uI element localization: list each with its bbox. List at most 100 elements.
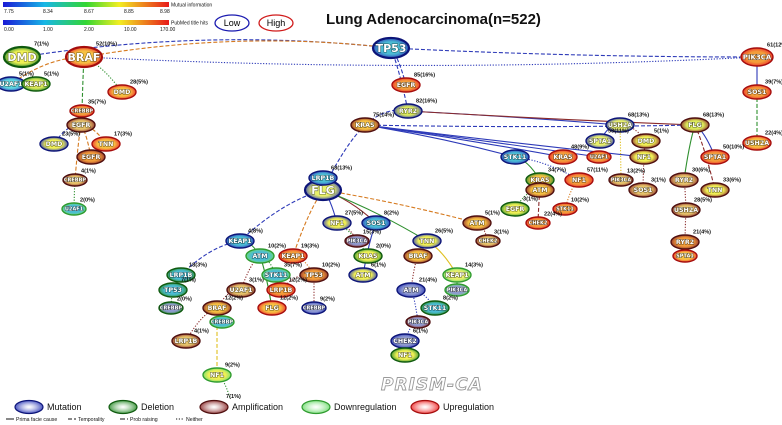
node-ellipse xyxy=(475,234,501,248)
node-count: 58(11%) xyxy=(608,129,629,135)
edge-tp53-pik3ca-top xyxy=(390,47,758,58)
node-count: 28(5%) xyxy=(130,80,148,86)
node-ellipse xyxy=(500,149,530,165)
node-label: TP53 xyxy=(376,42,407,55)
node-ellipse xyxy=(257,300,287,316)
node-label: LRP1B xyxy=(170,272,193,279)
node-ellipse xyxy=(669,172,699,188)
mutual-information-gradient-bar xyxy=(3,2,169,7)
node-label: ATM xyxy=(404,287,419,294)
node-label: BRAF xyxy=(208,305,227,312)
node-ellipse xyxy=(107,84,137,100)
gene-node-braf-c: BRAF xyxy=(403,248,433,264)
legend-label: Upregulation xyxy=(443,402,494,412)
node-label: USH2A xyxy=(745,140,769,147)
node-ellipse xyxy=(322,215,352,231)
node-label: EGFR xyxy=(397,82,416,89)
gene-node-dmd-b: DMD 28(5%) xyxy=(107,80,148,100)
legend-label: Deletion xyxy=(141,402,174,412)
gene-node-stk11-a: STK11 xyxy=(500,149,530,165)
node-ellipse xyxy=(61,202,87,216)
node-ellipse xyxy=(670,234,700,250)
node-count: 12(2%) xyxy=(280,296,298,302)
low-ellipse xyxy=(214,14,250,32)
node-count: 13(2%) xyxy=(627,169,645,175)
gene-node-pik3ca-b: PIK3CA 13(2%) xyxy=(608,169,645,187)
node-count: 35(7%) xyxy=(88,100,106,106)
node-label: NF1 xyxy=(210,372,224,379)
node-count: 15(3%) xyxy=(363,230,381,236)
node-label: LRP1B xyxy=(312,175,335,182)
low-label: Low xyxy=(224,18,241,28)
node-label: FLG xyxy=(311,184,335,197)
node-ellipse xyxy=(278,248,308,264)
node-ellipse xyxy=(742,135,772,151)
legend-swatch xyxy=(199,399,229,415)
node-ellipse xyxy=(202,300,232,316)
node-label: NF1 xyxy=(330,220,344,227)
node-count: 68(13%) xyxy=(703,113,724,119)
edge-kras-top-kras-b xyxy=(364,124,564,158)
node-count: 14(3%) xyxy=(465,263,483,269)
node-label: DMD xyxy=(7,51,36,64)
node-label: EGFR xyxy=(72,122,91,129)
node-ellipse xyxy=(261,267,291,283)
node-label: USH2A xyxy=(608,122,632,129)
node-ellipse xyxy=(361,215,391,231)
node-label: DMD xyxy=(638,138,655,145)
node-label: CREBBP xyxy=(303,305,326,311)
node-label: PIK3CA xyxy=(611,177,632,183)
node-label: KRAS xyxy=(553,154,573,161)
node-ellipse xyxy=(66,117,96,133)
node-label: DMD xyxy=(114,89,131,96)
node-ellipse xyxy=(420,300,450,316)
node-ellipse xyxy=(525,216,551,230)
gene-node-kras-d: KRAS 2(0%) xyxy=(353,244,391,264)
node-ellipse xyxy=(158,301,184,315)
node-ellipse xyxy=(390,347,420,363)
node-count: 2(0%) xyxy=(376,244,391,250)
node-label: ATM xyxy=(253,253,268,260)
gene-node-atm-a: ATM xyxy=(525,182,555,198)
node-label: PIK3CA xyxy=(447,287,468,293)
node-ellipse xyxy=(39,136,69,152)
node-label: KRAS xyxy=(355,122,375,129)
node-ellipse xyxy=(525,182,555,198)
node-count: 52(10%) xyxy=(96,42,117,48)
node-ellipse xyxy=(564,172,594,188)
node-count: 3(1%) xyxy=(523,197,538,203)
node-ellipse xyxy=(166,267,196,283)
node-ellipse xyxy=(158,282,188,298)
node-label: CREBBP xyxy=(64,177,87,183)
node-count: 85(16%) xyxy=(414,73,435,79)
line-legend-label: Temporality xyxy=(78,417,105,423)
node-ellipse xyxy=(629,149,659,165)
edge-kras-top-stk11-a xyxy=(364,124,516,158)
node-label: SOS1 xyxy=(634,187,653,194)
node-label: KRAS xyxy=(358,253,378,260)
node-ellipse xyxy=(412,233,442,249)
low-high-key: Low High xyxy=(214,14,294,32)
node-label: ATM xyxy=(470,220,485,227)
node-ellipse xyxy=(348,267,378,283)
node-ellipse xyxy=(605,117,635,133)
node-count: 57(11%) xyxy=(587,168,608,174)
